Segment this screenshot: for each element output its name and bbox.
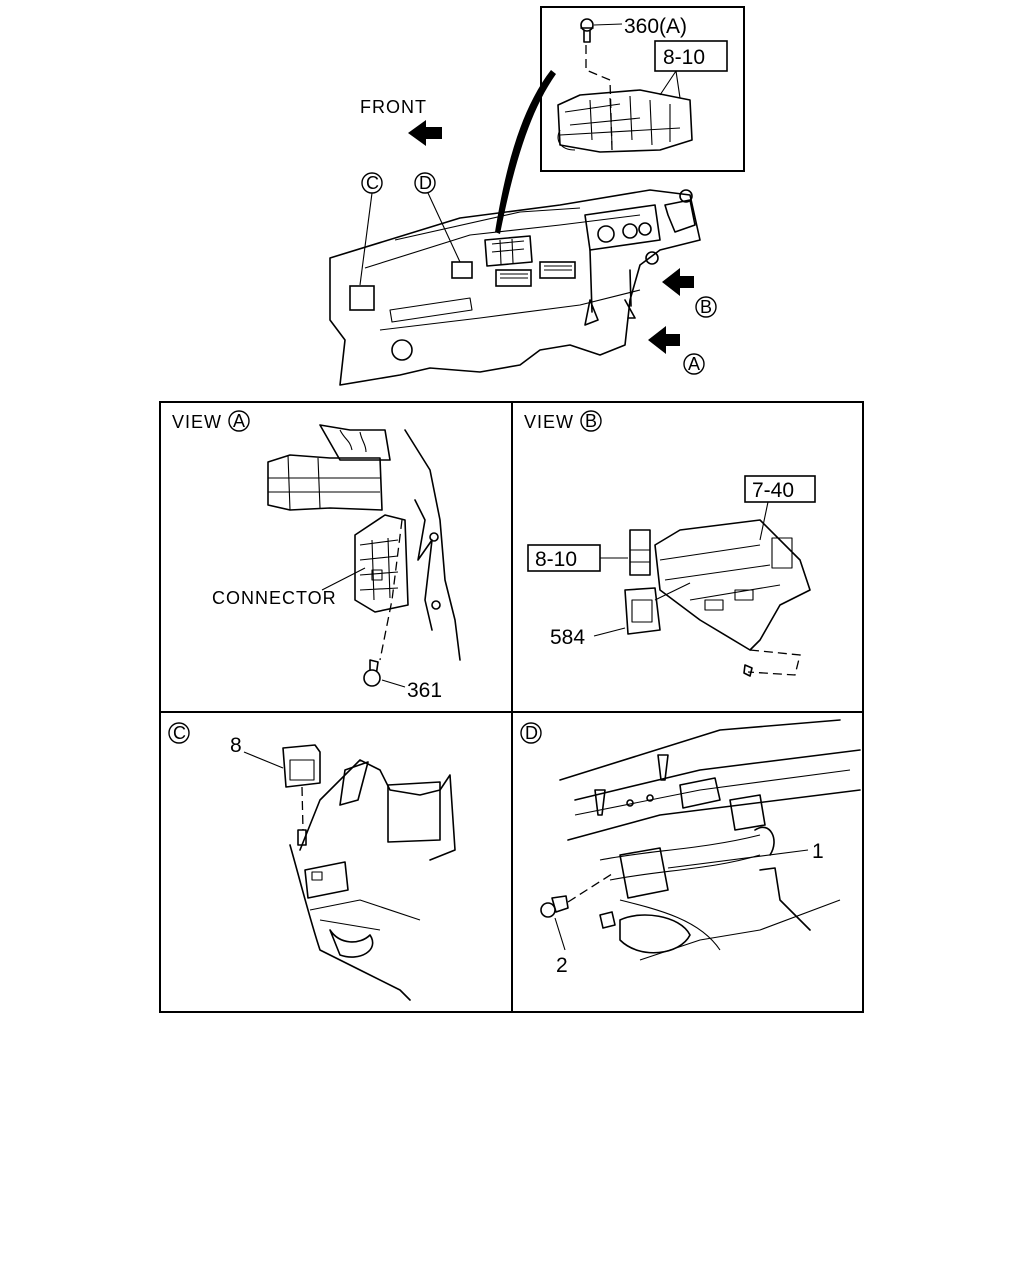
- panel-b-title: VIEW: [524, 412, 574, 432]
- panel-d-relay: [619, 847, 669, 899]
- callout-d-badge: [414, 172, 436, 194]
- panel-b-ref-7-40: 7-40: [752, 479, 794, 502]
- panel-view-c: C 8: [168, 722, 456, 1001]
- panel-c-title-badge: [168, 722, 190, 744]
- callout-d-letter: D: [419, 173, 433, 193]
- panel-c-part-8: 8: [230, 734, 242, 757]
- panel-view-d: D 1 2: [520, 719, 861, 977]
- panel-a-part-361: 361: [407, 679, 442, 702]
- callout-a-letter: A: [688, 354, 701, 374]
- panel-c-relay: [282, 744, 321, 788]
- panel-d-part-1: 1: [812, 840, 824, 863]
- inset-ref-box: [654, 40, 728, 72]
- panel-a-title-letter: A: [233, 411, 246, 431]
- callout-a-badge: [683, 353, 705, 375]
- inset-ref-label: 8-10: [663, 46, 705, 69]
- inset-detail: 360(A) 8-10: [557, 15, 728, 153]
- panel-b-title-badge: [580, 410, 602, 432]
- relay-d-box: [451, 261, 473, 279]
- panel-a-connector-label: CONNECTOR: [212, 588, 337, 608]
- panel-d-title-letter: D: [525, 723, 539, 743]
- panel-b-ref-8-10: 8-10: [535, 548, 577, 571]
- callout-b-letter: B: [700, 297, 713, 317]
- panel-b-ref-7-40-box: [744, 475, 816, 503]
- overview-dashboard-illustration: 360(A) 8-10 FRONT C D: [329, 6, 745, 386]
- panel-d-part-2: 2: [556, 954, 568, 977]
- inset-part-label: 360(A): [624, 15, 687, 38]
- panel-a-title: VIEW: [172, 412, 222, 432]
- panel-c-title-letter: C: [173, 723, 187, 743]
- dashboard-outline: [329, 189, 701, 386]
- panel-a-connector: [354, 514, 409, 613]
- panel-view-a: VIEW A 361 CONNECTOR: [172, 410, 461, 702]
- panel-b-part-584: 584: [550, 626, 585, 649]
- front-label: FRONT: [360, 97, 427, 117]
- callout-b-badge: [695, 296, 717, 318]
- panel-b-title-letter: B: [585, 411, 598, 431]
- panel-d-title-badge: [520, 722, 542, 744]
- views-grid: [159, 401, 864, 1013]
- relay-c-box: [349, 285, 375, 311]
- view-a-arrow: [648, 326, 680, 354]
- front-arrow: [408, 120, 442, 146]
- panel-a-title-badge: [228, 410, 250, 432]
- panel-b-relay: [624, 587, 661, 635]
- view-b-arrow: [662, 268, 694, 296]
- callout-c-letter: C: [366, 173, 380, 193]
- inset-pointer: [495, 70, 556, 234]
- panel-view-b: VIEW B 7-40 8-10 584: [524, 410, 816, 677]
